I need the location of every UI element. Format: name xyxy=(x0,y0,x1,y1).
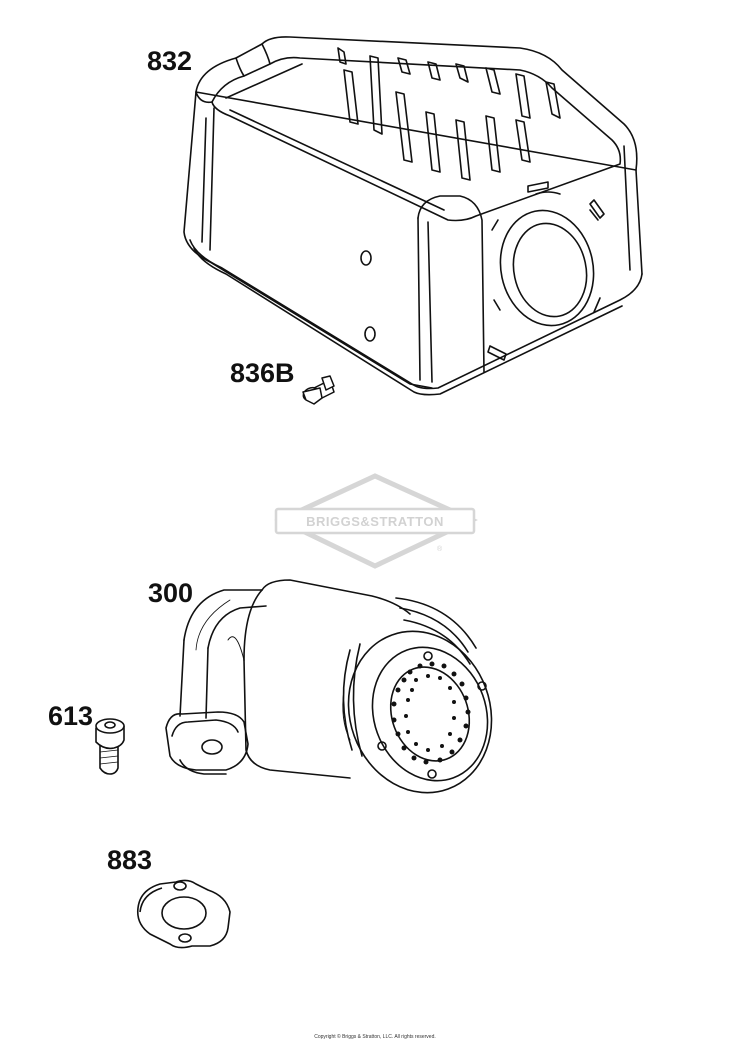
callout-300: 300 xyxy=(148,578,194,608)
copyright-footer: Copyright © Briggs & Stratton, LLC. All … xyxy=(314,1034,436,1040)
callout-883: 883 xyxy=(107,845,153,875)
callout-836b: 836B xyxy=(230,358,295,388)
muffler-guard-part xyxy=(183,36,643,396)
guard-screw-part xyxy=(302,375,335,405)
muffler-gasket-part xyxy=(136,879,231,949)
callout-613: 613 xyxy=(48,701,94,731)
callout-832: 832 xyxy=(147,46,193,76)
watermark-registered-mark: ® xyxy=(437,545,443,553)
watermark-text: BRIGGS&STRATTON xyxy=(306,514,444,529)
muffler-bolt-part xyxy=(95,718,125,775)
brand-watermark: BRIGGS&STRATTON ® xyxy=(274,473,478,569)
muffler-part xyxy=(165,579,493,794)
